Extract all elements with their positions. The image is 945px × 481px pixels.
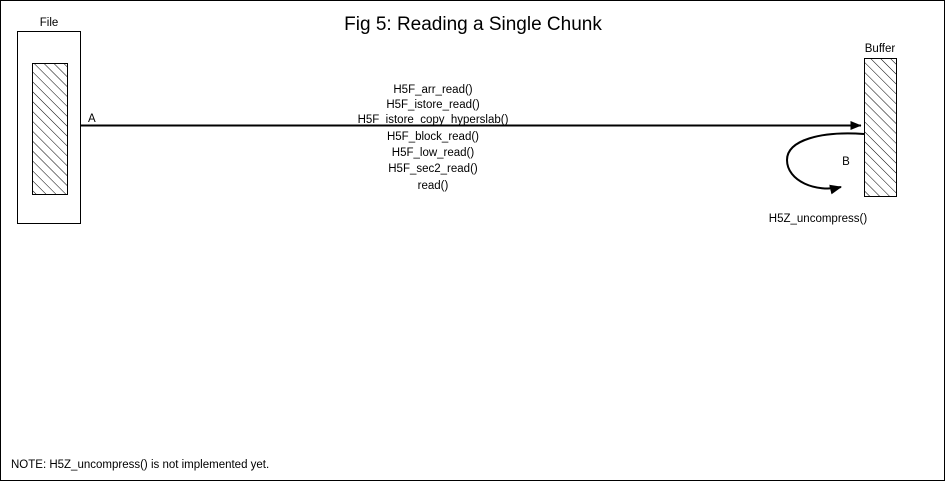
file-node-outer-rect xyxy=(17,31,81,224)
figure-note: NOTE: H5Z_uncompress() is not implemente… xyxy=(11,459,269,471)
read-call-2: H5F_istore_copy_hyperslab() xyxy=(358,114,509,126)
read-call-3: H5F_block_read() xyxy=(387,131,479,143)
figure-title: Fig 5: Reading a Single Chunk xyxy=(344,14,602,35)
read-call-6: read() xyxy=(418,180,449,192)
read-call-0: H5F_arr_read() xyxy=(393,84,472,96)
buffer-node-hatched-rect xyxy=(864,58,897,197)
read-path-label-a: A xyxy=(88,113,96,125)
uncompress-loop-label-b: B xyxy=(842,156,850,168)
read-call-1: H5F_istore_read() xyxy=(386,99,479,111)
read-call-4: H5F_low_read() xyxy=(392,147,475,159)
file-node-inner-hatched-rect xyxy=(32,63,68,195)
read-call-5: H5F_sec2_read() xyxy=(388,163,478,175)
uncompress-call-label: H5Z_uncompress() xyxy=(769,213,868,225)
uncompress-loop-arrow xyxy=(785,132,865,195)
file-node-label: File xyxy=(40,17,59,29)
buffer-node-label: Buffer xyxy=(865,43,896,55)
